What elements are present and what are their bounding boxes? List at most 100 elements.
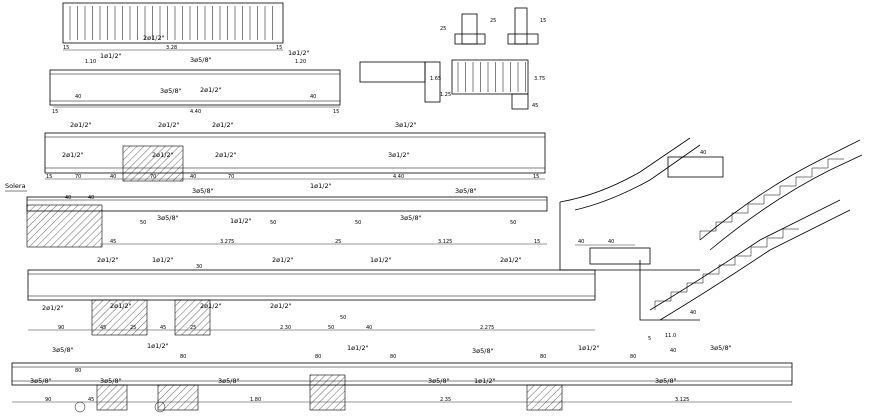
beam-6-dim-9: 2.35 — [440, 397, 451, 403]
beam-3-top-label-2: 2ø1/2" — [212, 121, 234, 129]
beam-5-dim-8: 50 — [328, 325, 334, 331]
beam-3-dim-1: 70 — [75, 174, 81, 180]
beam-2-top-label-0: 1ø1/2" — [100, 52, 122, 60]
beam-5-top-label-4: 2ø1/2" — [500, 256, 522, 264]
beam-3-dim-2: 40 — [110, 174, 116, 180]
beam-6-dim-7: 45 — [88, 397, 94, 403]
stair-dim-1: 40 — [578, 239, 584, 245]
beam-6-dim-1: 80 — [180, 354, 186, 360]
beam-1: 2ø1/2" 15 3.28 15 — [62, 2, 284, 51]
beam-3-top-label-0: 2ø1/2" — [70, 121, 92, 129]
beam-2-bottom-label-1: 2ø1/2" — [200, 86, 222, 94]
beam-4-dim-4: 50 — [355, 220, 361, 226]
beam-4-bottom-label-2: 3ø5/8" — [400, 214, 422, 222]
beam-3-dim-5: 70 — [228, 174, 234, 180]
stair-dim-2: 40 — [608, 239, 614, 245]
beam-3-bottom-label-0: 2ø1/2" — [62, 151, 84, 159]
section-marker — [154, 401, 166, 413]
beam-4: 1ø1/2" 3ø5/8" 3ø5/8" 3ø5/8" 1ø1/2" 3ø5/8… — [26, 182, 548, 248]
beam-6-top-label-4: 1ø1/2" — [578, 344, 600, 352]
column-dim-1: 25 — [490, 18, 496, 24]
beam-6-top-label-2: 1ø1/2" — [347, 344, 369, 352]
beam-2-bottom-label-0: 3ø5/8" — [160, 87, 182, 95]
beam-5-dim-4: 25 — [130, 325, 136, 331]
beam-5-dim-3: 45 — [100, 325, 106, 331]
beam-2-dim-0: 1.10 — [85, 59, 96, 65]
beam-6-bottom-label-5: 3ø5/8" — [655, 377, 677, 385]
beam-3: 2ø1/2" 2ø1/2" 2ø1/2" 3ø1/2" 2ø1/2" 2ø1/2… — [44, 121, 546, 182]
beam-6-bottom-label-1: 3ø5/8" — [100, 377, 122, 385]
beam-4-dim-5: 50 — [510, 220, 516, 226]
beam-1-top-label-0: 2ø1/2" — [143, 34, 165, 42]
beam-5: 2ø1/2" 1ø1/2" 2ø1/2" 1ø1/2" 2ø1/2" 2ø1/2… — [27, 256, 596, 336]
beam-1-dim-2: 15 — [276, 45, 282, 51]
beam-5-dim-1: 50 — [340, 315, 346, 321]
step-dim-3: 45 — [532, 103, 538, 109]
beam-6-dim-3: 80 — [390, 354, 396, 360]
beam-4-dim-10: 15 — [534, 239, 540, 245]
solera-label: Solera — [5, 182, 26, 190]
beam-6-bottom-label-4: 1ø1/2" — [474, 377, 496, 385]
beam-5-dim-6: 25 — [190, 325, 196, 331]
beam-2: 1ø1/2" 3ø5/8" 1ø1/2" 3ø5/8" 2ø1/2" 1.10 … — [49, 49, 341, 115]
beam-6-top-label-5: 3ø5/8" — [710, 344, 732, 352]
stair-dim-0: 40 — [700, 150, 706, 156]
beam-2-dim-6: 15 — [333, 109, 339, 115]
step-detail: 1.65 1.25 3.75 45 — [359, 59, 545, 110]
beam-6-dim-2: 80 — [315, 354, 321, 360]
stair-step-profile — [699, 158, 844, 240]
beam-5-dim-10: 2.275 — [480, 325, 494, 331]
beam-5-dim-5: 45 — [160, 325, 166, 331]
beam-2-dim-5: 4.40 — [190, 109, 201, 115]
beam-2-dim-1: 1.20 — [295, 59, 306, 65]
beam-4-bottom-label-0: 3ø5/8" — [157, 214, 179, 222]
beam-4-dim-0: 40 — [65, 195, 71, 201]
stair-dim-5: 5 — [648, 336, 651, 342]
column-detail: 25 25 15 — [440, 7, 546, 45]
beam-6-dim-10: 3.125 — [675, 397, 689, 403]
beam-4-dim-7: 3.275 — [220, 239, 234, 245]
beam-1-dim-0: 15 — [63, 45, 69, 51]
beam-5-bottom-label-2: 2ø1/2" — [200, 302, 222, 310]
stair-step-profile — [654, 228, 799, 310]
stair-dim-3: 40 — [670, 348, 676, 354]
beam-3-dim-0: 15 — [46, 174, 52, 180]
beam-5-top-label-2: 2ø1/2" — [272, 256, 294, 264]
step-dim-1: 1.25 — [440, 92, 451, 98]
beam-2-top-label-2: 1ø1/2" — [288, 49, 310, 57]
beam-3-top-label-3: 3ø1/2" — [395, 121, 417, 129]
beam-3-bottom-label-2: 2ø1/2" — [215, 151, 237, 159]
beam-6: 3ø5/8" 1ø1/2" 1ø1/2" 3ø5/8" 1ø1/2" 3ø5/8… — [11, 342, 793, 413]
beam-2-top-label-1: 3ø5/8" — [190, 56, 212, 64]
beam-4-dim-1: 40 — [88, 195, 94, 201]
beam-5-top-label-3: 1ø1/2" — [370, 256, 392, 264]
beam-2-dim-2: 40 — [75, 94, 81, 100]
beam-5-top-label-0: 2ø1/2" — [97, 256, 119, 264]
stair-detail: 40 40 40 40 40 5 11.0 — [559, 137, 863, 354]
beam-3-top-label-1: 2ø1/2" — [158, 121, 180, 129]
section-marker — [74, 401, 86, 413]
beam-6-bottom-label-3: 3ø5/8" — [428, 377, 450, 385]
beam-3-dim-4: 40 — [190, 174, 196, 180]
beam-6-dim-5: 80 — [630, 354, 636, 360]
beam-3-bottom-label-1: 2ø1/2" — [152, 151, 174, 159]
beam-3-dim-7: 15 — [533, 174, 539, 180]
beam-6-dim-4: 80 — [540, 354, 546, 360]
beam-4-dim-6: 45 — [110, 239, 116, 245]
beam-3-dim-3: 70 — [150, 174, 156, 180]
beam-2-dim-3: 40 — [310, 94, 316, 100]
column-dim-0: 25 — [440, 26, 446, 32]
beam-5-dim-9: 40 — [366, 325, 372, 331]
beam-5-dim-0: 30 — [196, 264, 202, 270]
beam-5-top-label-1: 1ø1/2" — [152, 256, 174, 264]
beam-6-bottom-label-0: 3ø5/8" — [30, 377, 52, 385]
beam-1-dim-1: 3.28 — [166, 45, 177, 51]
beam-4-dim-2: 50 — [140, 220, 146, 226]
beam-2-dim-4: 15 — [52, 109, 58, 115]
beam-4-bottom-label-1: 1ø1/2" — [230, 217, 252, 225]
beam-6-dim-0: 80 — [75, 368, 81, 374]
beam-5-bottom-label-3: 2ø1/2" — [270, 302, 292, 310]
beam-4-top-label-0: 1ø1/2" — [310, 182, 332, 190]
beam-5-dim-2: 90 — [58, 325, 64, 331]
